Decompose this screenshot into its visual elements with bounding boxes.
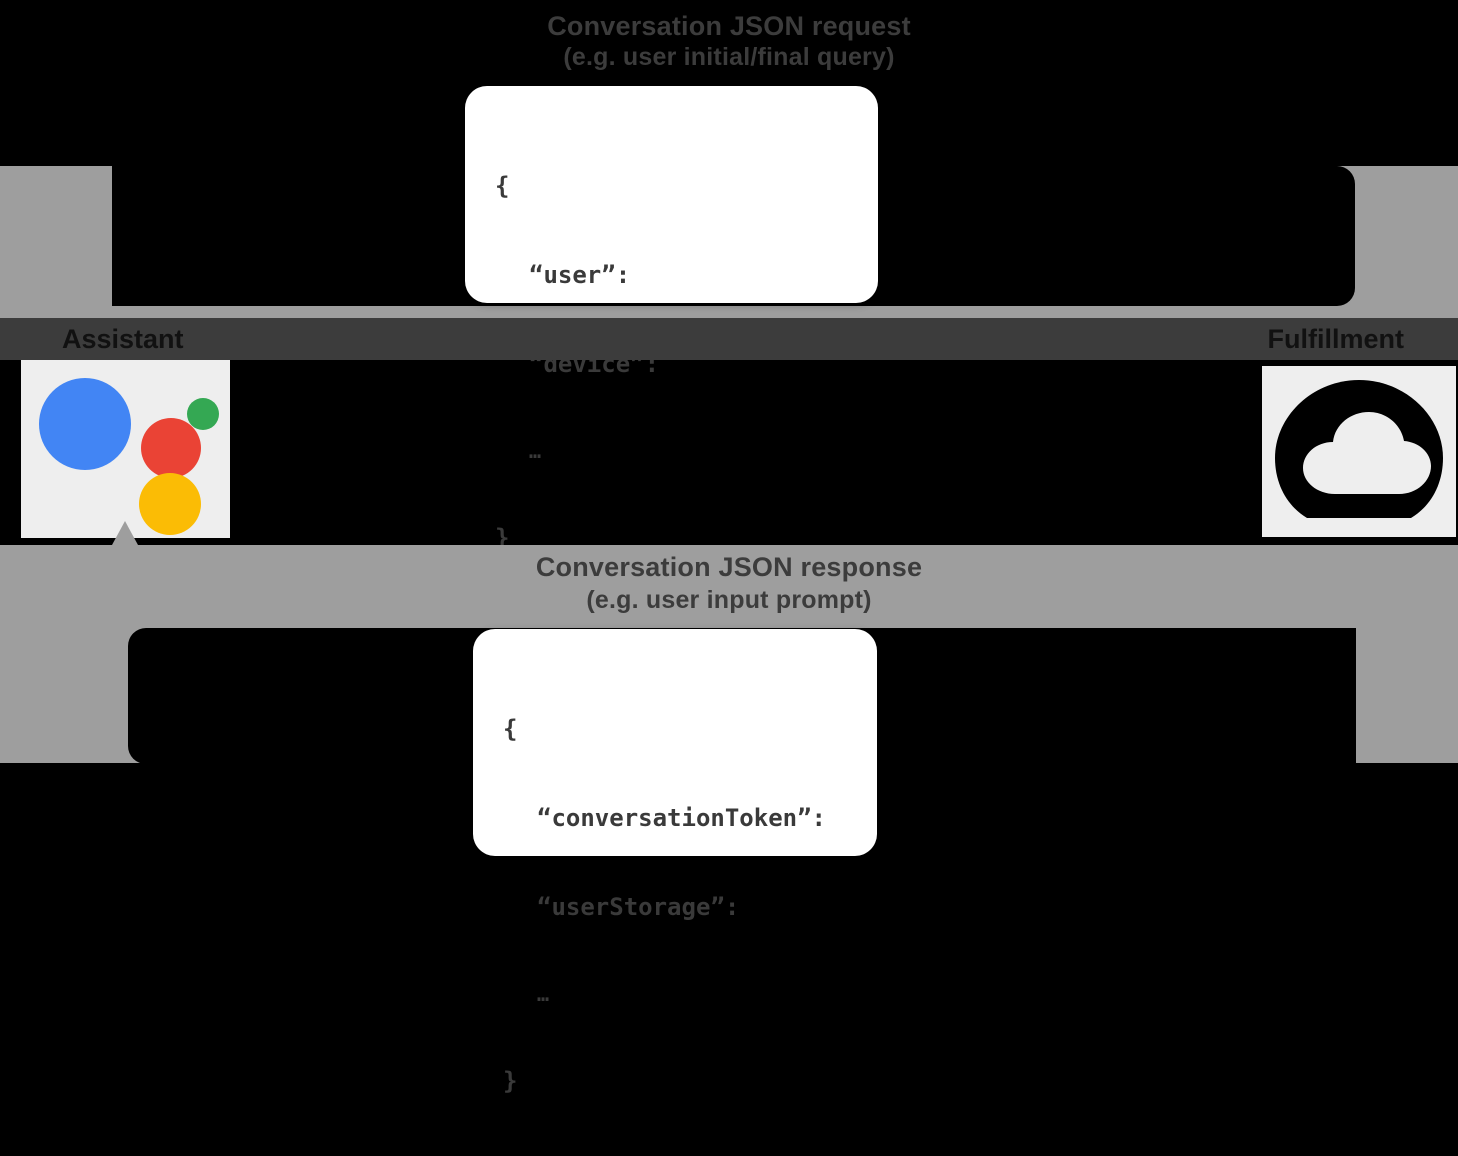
- request-title: Conversation JSON request: [547, 11, 911, 41]
- response-code-close-brace: }: [503, 1066, 518, 1095]
- response-subtitle: (e.g. user input prompt): [586, 586, 872, 614]
- assistant-blue-dot-icon: [39, 378, 131, 470]
- request-code-ellipsis: …: [529, 439, 542, 464]
- response-code-open-brace: {: [503, 714, 518, 743]
- cloud-glyph-icon: [1275, 379, 1443, 518]
- request-subtitle: (e.g. user initial/final query): [563, 43, 895, 71]
- response-json-card: { “conversationToken”: “userStorage”: … …: [473, 629, 877, 1095]
- fulfillment-label-text: Fulfillment: [1267, 323, 1405, 354]
- assistant-label-strip: Assistant: [0, 318, 300, 360]
- fulfillment-label-strip: Fulfillment: [1158, 318, 1458, 360]
- assistant-yellow-dot-icon: [139, 473, 201, 535]
- request-code-line-user: “user”:: [529, 260, 631, 289]
- assistant-green-dot-icon: [187, 398, 219, 430]
- diagram-canvas: Conversation JSON request (e.g. user ini…: [0, 11, 1458, 1095]
- response-code-ellipsis: …: [537, 982, 550, 1007]
- request-json-card: { “user”: “device”: … }: [465, 86, 878, 552]
- google-assistant-icon: [21, 360, 230, 538]
- response-code-line-user-storage: “userStorage”:: [537, 893, 740, 921]
- request-code-close-brace: }: [495, 523, 510, 552]
- assistant-red-dot-icon: [141, 418, 201, 478]
- request-code-open-brace: {: [495, 171, 510, 200]
- assistant-label-text: Assistant: [62, 323, 184, 354]
- response-arrow-tail-icon: [112, 521, 138, 545]
- response-code-line-conversation-token: “conversationToken”:: [537, 803, 826, 832]
- response-title: Conversation JSON response: [535, 552, 923, 582]
- cloud-functions-icon: [1262, 366, 1456, 537]
